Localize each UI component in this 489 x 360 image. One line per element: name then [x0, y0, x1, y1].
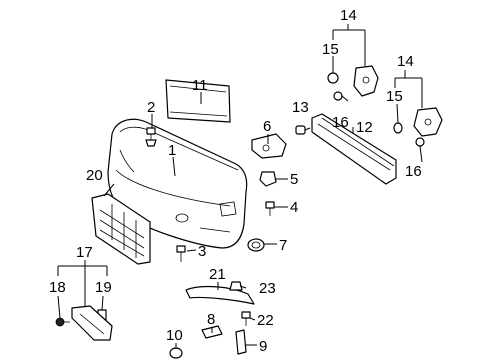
callout-22: 22 — [257, 312, 274, 329]
part-21-lower-spoiler — [185, 285, 255, 305]
callout-2: 2 — [147, 99, 155, 116]
part-10-plug — [169, 347, 183, 359]
callout-10: 10 — [166, 327, 183, 344]
callout-7: 7 — [279, 237, 287, 254]
part-5-clip — [259, 171, 277, 187]
callout-17: 17 — [76, 244, 93, 261]
part-22-screw — [241, 311, 251, 326]
part-15-left-grommet — [327, 72, 339, 84]
callout-9: 9 — [259, 338, 267, 355]
callout-8: 8 — [207, 311, 215, 328]
part-11-panel — [165, 79, 231, 123]
callout-13: 13 — [292, 99, 309, 116]
callout-1: 1 — [168, 142, 176, 159]
part-3-screw — [176, 245, 186, 262]
part-15-right-grommet — [393, 122, 403, 134]
callout-3: 3 — [198, 243, 206, 260]
part-20-lower-grille — [91, 193, 151, 265]
part-16-right-nut — [415, 137, 425, 147]
callout-4: 4 — [290, 199, 298, 216]
callout-16-lower: 16 — [405, 163, 422, 180]
part-4-screw — [265, 201, 275, 216]
callout-5: 5 — [290, 171, 298, 188]
callout-16-upper: 16 — [332, 114, 349, 131]
callout-11: 11 — [192, 77, 208, 94]
callout-21: 21 — [209, 266, 226, 283]
callout-12: 12 — [356, 119, 373, 136]
part-17-bracket — [71, 305, 113, 341]
callout-14-lower: 14 — [397, 53, 414, 70]
callout-6: 6 — [263, 118, 271, 135]
callout-15-lower: 15 — [386, 88, 403, 105]
part-7-plug — [247, 238, 265, 252]
part-12-reinforcement-bar — [311, 113, 397, 185]
part-1-bumper-cover — [107, 118, 248, 249]
part-18-fastener — [55, 317, 70, 327]
callout-20: 20 — [86, 167, 103, 184]
callout-18: 18 — [49, 279, 66, 296]
callout-14-upper: 14 — [340, 7, 357, 24]
part-6-bracket — [251, 133, 287, 159]
part-14-lower-bracket — [413, 107, 443, 137]
part-9-bracket — [235, 329, 247, 355]
part-2-bolt — [145, 127, 157, 147]
callout-19: 19 — [95, 279, 112, 296]
callout-15-upper: 15 — [322, 41, 339, 58]
callout-23: 23 — [259, 280, 276, 297]
part-14-upper-bracket — [353, 65, 379, 97]
callout-labels: 11 2 1 3 4 5 6 7 8 9 10 12 13 14 14 15 1… — [49, 7, 422, 355]
leader-lines — [57, 24, 423, 348]
part-16-left-nut — [333, 91, 343, 101]
part-23-clip — [229, 281, 243, 291]
part-13-clip — [295, 125, 306, 135]
